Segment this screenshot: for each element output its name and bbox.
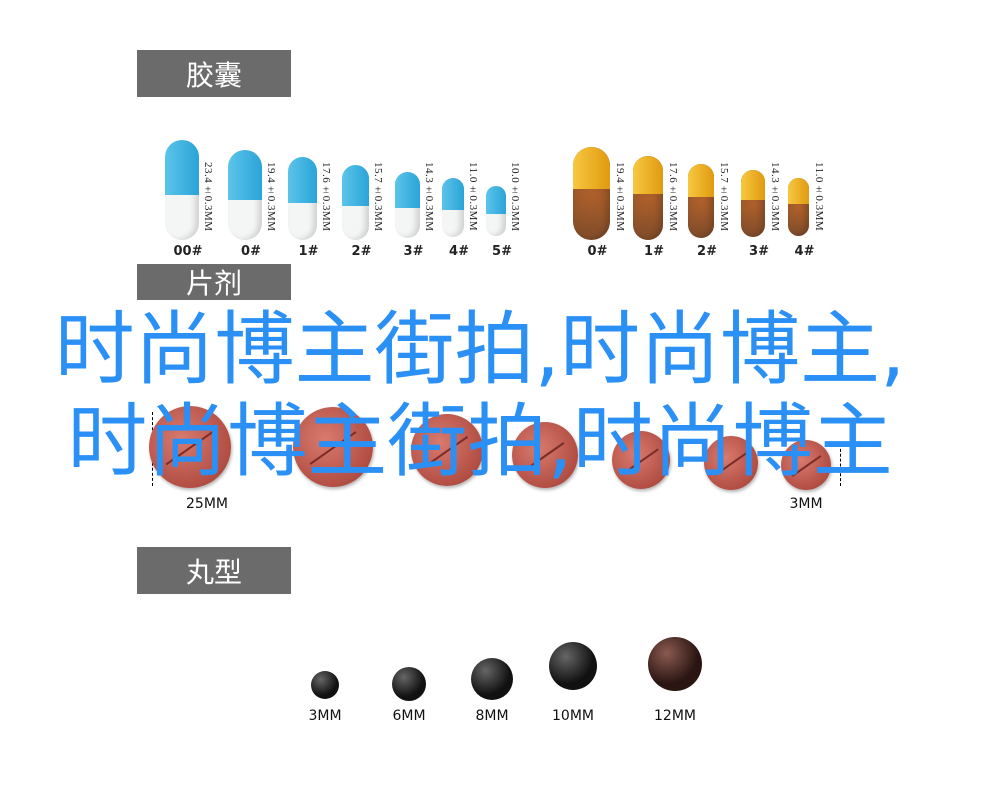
capsule-cap: [688, 164, 714, 198]
capsule-cap: [442, 178, 464, 211]
gold-capsule: [633, 156, 663, 240]
capsule-cap: [395, 172, 420, 209]
pill-size-label: 6MM: [392, 708, 426, 724]
capsule-length: 11.0±0.3MM: [813, 162, 825, 232]
capsule-length: 14.3±0.3MM: [769, 162, 781, 232]
section-header-tablet: 片剂: [137, 264, 291, 300]
capsule-cap: [165, 140, 199, 195]
tablet: [781, 440, 831, 490]
pill-size-label: 8MM: [475, 708, 509, 724]
tablet: [411, 414, 483, 486]
capsule-length: 11.0±0.3MM: [467, 162, 479, 232]
section-header-pill: 丸型: [137, 547, 291, 594]
blue-capsule: [395, 172, 420, 238]
capsule-size-label: 3#: [403, 244, 424, 259]
capsule-length: 10.0±0.3MM: [509, 162, 521, 232]
pill-size-label: 3MM: [308, 708, 342, 724]
blue-capsule: [442, 178, 464, 237]
pill-ball: [471, 658, 513, 700]
tablet-max-label: 25MM: [186, 496, 228, 512]
pill-ball: [311, 671, 339, 699]
capsule-size-label: 4#: [449, 244, 469, 259]
gold-capsule: [788, 178, 809, 236]
section-header-capsule: 胶囊: [137, 50, 291, 97]
capsule-cap: [741, 170, 765, 201]
tablet: [293, 407, 373, 487]
capsule-length: 23.4±0.3MM: [202, 162, 214, 232]
capsule-length: 19.4±0.3MM: [614, 162, 626, 232]
capsule-length: 14.3±0.3MM: [423, 162, 435, 232]
tablet: [704, 436, 758, 490]
capsule-cap: [228, 150, 262, 200]
tablet: [612, 431, 670, 489]
capsule-length: 15.7±0.3MM: [372, 162, 384, 232]
capsule-size-label: 00#: [173, 244, 203, 259]
size-arrow-right: [840, 444, 841, 486]
capsule-length: 19.4±0.3MM: [265, 162, 277, 232]
overlay-title: 时尚博主街拍,时尚博主,时尚博主街拍,时尚博主: [54, 303, 906, 488]
capsule-size-label: 5#: [492, 244, 512, 259]
blue-capsule: [486, 186, 506, 236]
capsule-cap: [573, 147, 610, 189]
capsule-length: 17.6±0.3MM: [320, 162, 332, 232]
capsule-size-label: 1#: [298, 244, 319, 259]
capsule-length: 17.6±0.3MM: [667, 162, 679, 232]
gold-capsule: [688, 164, 714, 238]
tablet: [149, 406, 231, 488]
capsule-cap: [288, 157, 317, 203]
capsule-cap: [342, 165, 369, 207]
pill-ball: [648, 637, 702, 691]
pill-ball: [392, 667, 426, 701]
pill-ball: [549, 642, 597, 690]
tablet: [512, 422, 578, 488]
capsule-size-label: 4#: [794, 244, 815, 259]
capsule-size-label: 3#: [749, 244, 769, 259]
capsule-size-label: 1#: [644, 244, 664, 259]
blue-capsule: [165, 140, 199, 240]
pill-size-label: 12MM: [654, 708, 696, 724]
capsule-length: 15.7±0.3MM: [718, 162, 730, 232]
tablet-min-label: 3MM: [789, 496, 823, 512]
gold-capsule: [741, 170, 765, 237]
capsule-size-label: 2#: [351, 244, 372, 259]
blue-capsule: [288, 157, 317, 240]
capsule-cap: [486, 186, 506, 214]
capsule-size-label: 2#: [697, 244, 717, 259]
capsule-cap: [788, 178, 809, 205]
capsule-size-label: 0#: [241, 244, 261, 259]
capsule-size-label: 0#: [587, 244, 608, 259]
blue-capsule: [228, 150, 262, 240]
blue-capsule: [342, 165, 369, 240]
pill-size-label: 10MM: [552, 708, 594, 724]
capsule-cap: [633, 156, 663, 194]
gold-capsule: [573, 147, 610, 240]
